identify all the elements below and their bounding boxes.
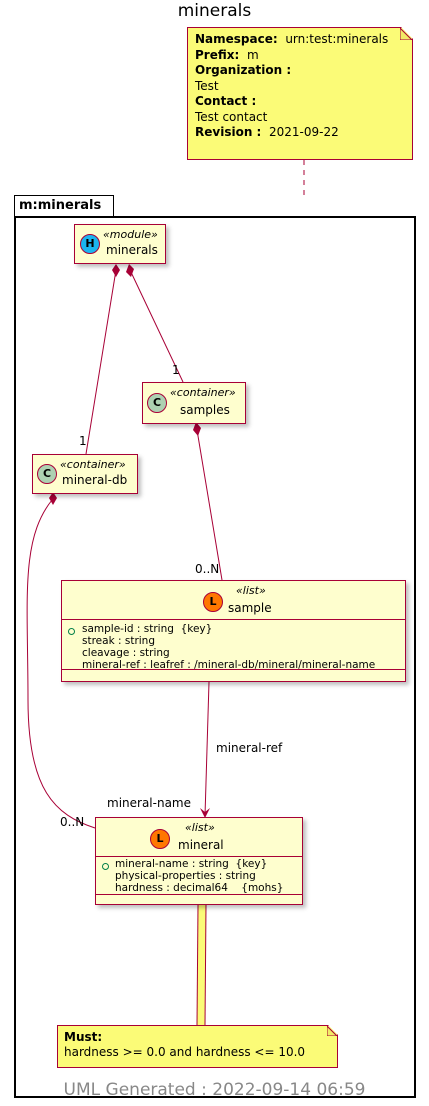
mult-module-samples: 1 bbox=[172, 363, 180, 377]
class-samples-container[interactable]: C «container» samples bbox=[142, 382, 246, 424]
generated-footer: UML Generated : 2022-09-14 06:59 bbox=[63, 1080, 366, 1100]
must-constraint-note: Must: hardness >= 0.0 and hardness <= 10… bbox=[57, 1025, 338, 1068]
diagram-title: minerals bbox=[177, 1, 252, 21]
composition-diamond-icon bbox=[112, 264, 120, 277]
class-separator bbox=[62, 619, 405, 620]
list-l-icon: L bbox=[203, 592, 223, 612]
mineral-attr-hardness: hardness : decimal64 {mohs} bbox=[115, 882, 284, 894]
mineral-db-name: mineral-db bbox=[62, 473, 128, 487]
module-stereotype: «module» bbox=[103, 228, 158, 241]
class-separator bbox=[62, 669, 405, 670]
class-mineral-list[interactable]: L «list» mineral mineral-name : string {… bbox=[95, 817, 303, 905]
mult-samples-sample: 0..N bbox=[195, 562, 220, 576]
class-separator bbox=[96, 894, 302, 895]
module-name: minerals bbox=[106, 243, 158, 257]
class-sample-list[interactable]: L «list» sample sample-id : string {key}… bbox=[61, 580, 406, 682]
composition-diamond-icon bbox=[193, 422, 201, 436]
note-fold-icon bbox=[327, 1026, 337, 1036]
composition-diamond-icon bbox=[49, 492, 57, 505]
class-mineral-db-container[interactable]: C «container» mineral-db bbox=[32, 454, 138, 494]
prefix-value: m bbox=[246, 47, 259, 62]
mineral-db-stereotype: «container» bbox=[60, 458, 126, 471]
sample-stereotype: «list» bbox=[236, 584, 266, 597]
module-h-icon: H bbox=[80, 234, 100, 254]
link-module-mineraldb bbox=[85, 269, 117, 455]
container-c-icon: C bbox=[37, 464, 57, 484]
public-visibility-icon bbox=[102, 863, 109, 870]
container-c-icon: C bbox=[147, 393, 167, 413]
contact-label: Contact : bbox=[195, 94, 257, 108]
sample-attr-cleavage: cleavage : string bbox=[82, 647, 170, 659]
mineral-attr-physical-properties: physical-properties : string bbox=[115, 870, 256, 882]
link-samples-sample bbox=[196, 429, 223, 581]
mult-mineraldb-mineral: 0..N bbox=[60, 815, 85, 829]
namespace-value: urn:test:minerals bbox=[285, 32, 389, 46]
contact-value: Test contact bbox=[195, 109, 268, 124]
leafref-label: mineral-ref bbox=[216, 741, 283, 755]
public-visibility-icon bbox=[68, 628, 75, 635]
sample-attr-streak: streak : string bbox=[82, 635, 156, 647]
sample-attr-mineral-ref: mineral-ref : leafref : /mineral-db/mine… bbox=[82, 659, 376, 671]
mineral-attr-mineral-name: mineral-name : string {key} bbox=[115, 858, 268, 870]
prefix-label: Prefix: bbox=[195, 47, 240, 62]
note-anchor-wedge bbox=[197, 905, 206, 1025]
organization-value: Test bbox=[195, 78, 219, 93]
link-mineral-ref bbox=[204, 681, 210, 817]
package-tab: m:minerals bbox=[14, 195, 114, 216]
info-note-text: Namespace: urn:test:minerals Prefix: m O… bbox=[195, 32, 410, 141]
mineral-name: mineral bbox=[178, 838, 224, 852]
note-fold-icon bbox=[400, 28, 412, 40]
link-mineraldb-mineral bbox=[26, 499, 96, 829]
must-note-text: Must: hardness >= 0.0 and hardness <= 10… bbox=[64, 1030, 305, 1060]
samples-stereotype: «container» bbox=[170, 386, 236, 399]
organization-label: Organization : bbox=[195, 63, 292, 77]
class-separator bbox=[96, 856, 302, 857]
sample-attr-sample-id: sample-id : string {key} bbox=[82, 623, 213, 635]
arrowhead-icon bbox=[200, 808, 210, 818]
samples-name: samples bbox=[180, 403, 230, 417]
list-l-icon: L bbox=[150, 829, 170, 849]
must-label: Must: bbox=[64, 1030, 103, 1044]
mineral-stereotype: «list» bbox=[185, 821, 215, 834]
package-name: m:minerals bbox=[19, 198, 102, 213]
module-info-note: Namespace: urn:test:minerals Prefix: m O… bbox=[187, 27, 413, 160]
revision-value: 2021-09-22 bbox=[268, 125, 339, 139]
link-module-samples bbox=[129, 269, 184, 383]
revision-label: Revision : bbox=[195, 125, 262, 139]
must-expression: hardness >= 0.0 and hardness <= 10.0 bbox=[64, 1045, 306, 1059]
composition-diamond-icon bbox=[126, 264, 134, 277]
sample-name: sample bbox=[228, 601, 272, 615]
mineral-attributes: mineral-name : string {key}physical-prop… bbox=[115, 858, 283, 894]
mult-module-mineraldb: 1 bbox=[79, 434, 87, 448]
leafref-target-label: mineral-name bbox=[107, 796, 191, 810]
namespace-label: Namespace: bbox=[195, 32, 278, 46]
class-minerals-module[interactable]: H «module» minerals bbox=[74, 224, 166, 264]
